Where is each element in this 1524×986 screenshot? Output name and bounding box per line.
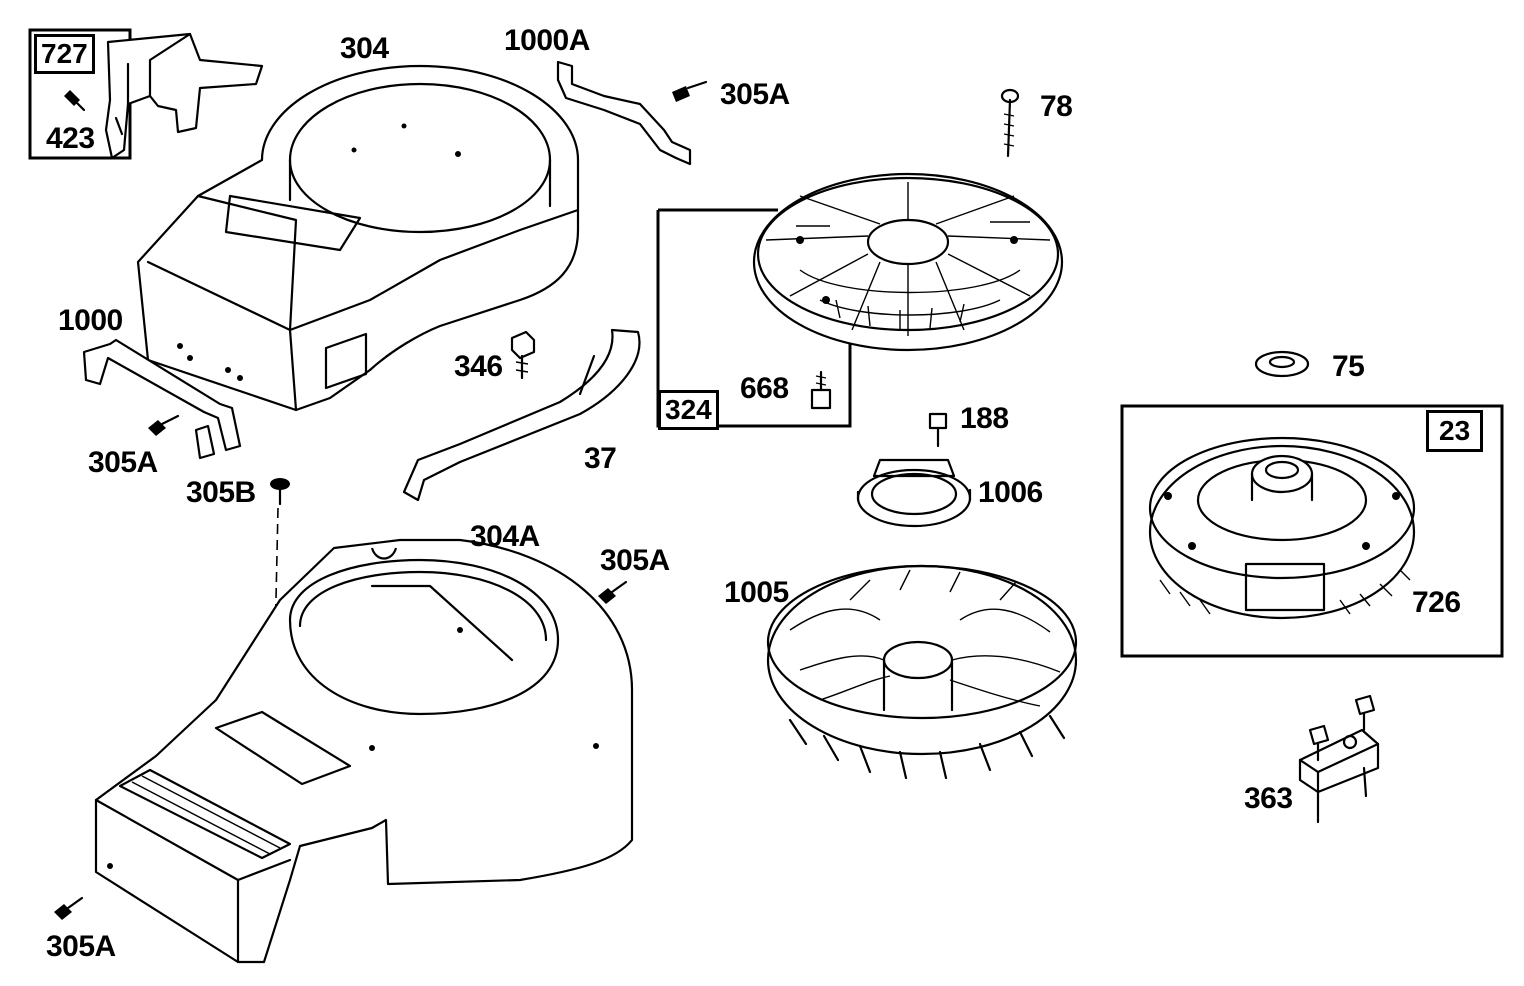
label-188: 188 [960, 402, 1009, 435]
label-304A: 304A [470, 520, 540, 553]
label-727: 727 [34, 34, 95, 74]
label-305A-bottom: 305A [46, 930, 116, 963]
part-78-bolt [1000, 88, 1020, 158]
part-324-starter-box [656, 208, 852, 428]
part-305A-screw-left [148, 414, 180, 436]
label-423: 423 [46, 122, 95, 155]
part-23-flywheel-box [1120, 404, 1504, 658]
label-1005: 1005 [724, 576, 789, 609]
label-668: 668 [740, 372, 789, 405]
part-75-washer [1254, 350, 1310, 378]
part-363-bracket [1298, 694, 1380, 824]
label-305A-top: 305A [720, 78, 790, 111]
label-726: 726 [1412, 586, 1461, 619]
part-304A-blower-housing [94, 538, 634, 964]
part-727-baffle [28, 28, 264, 160]
label-324: 324 [658, 390, 719, 430]
part-188-screw [928, 412, 948, 448]
label-305A-mid: 305A [600, 544, 670, 577]
part-1000-bracket [82, 338, 242, 460]
part-324-rewind-starter [752, 172, 1064, 352]
label-1000A: 1000A [504, 24, 590, 57]
label-363: 363 [1244, 782, 1293, 815]
part-346-bolt [510, 330, 536, 380]
part-37-air-guide [402, 328, 641, 502]
part-305A-screw-bottom [54, 896, 84, 920]
label-346: 346 [454, 350, 503, 383]
label-78: 78 [1040, 90, 1073, 123]
label-305A-left: 305A [88, 446, 158, 479]
label-37: 37 [584, 442, 617, 475]
part-1000A-bracket [556, 60, 692, 166]
label-1006: 1006 [978, 476, 1043, 509]
label-75: 75 [1332, 350, 1365, 383]
label-1000: 1000 [58, 304, 123, 337]
label-304: 304 [340, 32, 389, 65]
part-305A-screw-mid [598, 580, 628, 604]
part-726-flywheel [1148, 436, 1416, 620]
part-423-screw [64, 90, 86, 112]
part-668-screw [810, 370, 832, 410]
part-1006-starter-cup [856, 458, 972, 528]
label-305B: 305B [186, 476, 256, 509]
part-305A-screw-top [672, 80, 708, 102]
part-1005-fan [766, 564, 1078, 780]
part-304-blower-housing [136, 64, 580, 412]
label-23: 23 [1426, 410, 1484, 452]
